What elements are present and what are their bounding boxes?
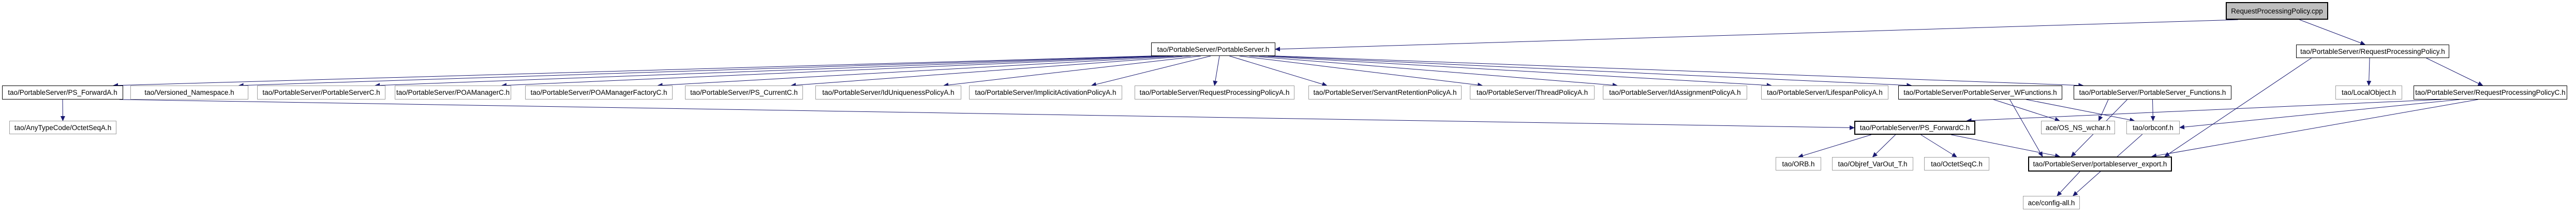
graph-node-implicitactivationa[interactable]: tao/PortableServer/ImplicitActivationPol… bbox=[969, 86, 1122, 100]
graph-node-lifespana[interactable]: tao/PortableServer/LifespanPolicyA.h bbox=[1761, 86, 1888, 100]
graph-node-label: tao/PortableServer/RequestProcessingPoli… bbox=[2300, 47, 2445, 55]
graph-node-objref_varout[interactable]: tao/Objref_VarOut_T.h bbox=[1832, 157, 1913, 171]
graph-node-label: tao/PortableServer/PortableServer_Functi… bbox=[2079, 89, 2226, 96]
graph-node-ps_currentc[interactable]: tao/PortableServer/PS_CurrentC.h bbox=[685, 86, 803, 100]
graph-node-localobject[interactable]: tao/LocalObject.h bbox=[2335, 86, 2402, 100]
graph-node-threada[interactable]: tao/PortableServer/ThreadPolicyA.h bbox=[1470, 86, 1595, 100]
graph-node-label: tao/PortableServer/PS_CurrentC.h bbox=[690, 89, 798, 96]
graph-node-octetseqc[interactable]: tao/OctetSeqC.h bbox=[1924, 157, 1989, 171]
graph-node-cpp[interactable]: RequestProcessingPolicy.cpp bbox=[2226, 2, 2328, 20]
graph-node-portableserverc[interactable]: tao/PortableServer/PortableServerC.h bbox=[257, 86, 385, 100]
graph-node-label: tao/PortableServer/RequestProcessingPoli… bbox=[1139, 89, 1290, 96]
graph-node-poamanagerc[interactable]: tao/PortableServer/POAManagerC.h bbox=[395, 86, 511, 100]
graph-node-label: tao/PortableServer/IdAssignmentPolicyA.h bbox=[1609, 89, 1741, 96]
graph-node-label: tao/ORB.h bbox=[1782, 160, 1815, 168]
graph-node-label: ace/OS_NS_wchar.h bbox=[2045, 123, 2111, 132]
graph-node-ps_forwardc[interactable]: tao/PortableServer/PS_ForwardC.h bbox=[1854, 121, 1975, 135]
graph-node-label: tao/PortableServer/ServantRetentionPolic… bbox=[1313, 89, 1457, 96]
graph-node-label: tao/orbconf.h bbox=[2133, 123, 2173, 132]
graph-node-reqprocessingc[interactable]: tao/PortableServer/RequestProcessingPoli… bbox=[2414, 86, 2567, 100]
graph-node-wfunctions[interactable]: tao/PortableServer/PortableServer_WFunct… bbox=[1898, 86, 2062, 100]
graph-node-label: tao/PortableServer/PortableServer.h bbox=[1157, 45, 1270, 53]
graph-node-label: tao/PortableServer/LifespanPolicyA.h bbox=[1767, 89, 1883, 96]
graph-node-label: tao/PortableServer/RequestProcessingPoli… bbox=[2415, 89, 2566, 96]
graph-node-idassignmenta[interactable]: tao/PortableServer/IdAssignmentPolicyA.h bbox=[1603, 86, 1747, 100]
graph-node-config_all[interactable]: ace/config-all.h bbox=[2023, 196, 2080, 209]
graph-node-versioned_ns[interactable]: tao/Versioned_Namespace.h bbox=[130, 86, 248, 100]
graph-node-label: tao/PortableServer/POAManagerC.h bbox=[396, 89, 510, 96]
graph-node-orbconf[interactable]: tao/orbconf.h bbox=[2126, 121, 2180, 134]
graph-node-label: tao/PortableServer/PortableServerC.h bbox=[262, 89, 380, 96]
graph-node-orb[interactable]: tao/ORB.h bbox=[1776, 157, 1821, 171]
graph-node-label: tao/PortableServer/PS_ForwardA.h bbox=[8, 89, 117, 96]
graph-node-label: tao/PortableServer/portableserver_export… bbox=[2033, 160, 2167, 168]
graph-node-label: tao/PortableServer/PS_ForwardC.h bbox=[1859, 124, 1970, 132]
graph-node-functions[interactable]: tao/PortableServer/PortableServer_Functi… bbox=[2074, 86, 2231, 100]
graph-node-label: tao/AnyTypeCode/OctetSeqA.h bbox=[14, 123, 112, 132]
graph-node-ps_forwarda[interactable]: tao/PortableServer/PS_ForwardA.h bbox=[2, 86, 123, 100]
graph-node-label: ace/config-all.h bbox=[2028, 198, 2075, 207]
graph-node-portableserver_h[interactable]: tao/PortableServer/PortableServer.h bbox=[1151, 42, 1275, 56]
graph-node-label: tao/PortableServer/IdUniquenessPolicyA.h bbox=[822, 89, 955, 96]
graph-node-octetseqa[interactable]: tao/AnyTypeCode/OctetSeqA.h bbox=[9, 121, 116, 134]
graph-node-label: RequestProcessingPolicy.cpp bbox=[2231, 7, 2323, 15]
graph-node-export_h[interactable]: tao/PortableServer/portableserver_export… bbox=[2028, 157, 2172, 172]
graph-node-label: tao/Versioned_Namespace.h bbox=[144, 89, 234, 96]
graph-node-poamanagerfactoryc[interactable]: tao/PortableServer/POAManagerFactoryC.h bbox=[525, 86, 673, 100]
graph-node-label: tao/PortableServer/ImplicitActivationPol… bbox=[975, 89, 1116, 96]
graph-node-label: tao/PortableServer/PortableServer_WFunct… bbox=[1903, 89, 2057, 96]
graph-node-label: tao/PortableServer/ThreadPolicyA.h bbox=[1476, 89, 1588, 96]
graph-node-servantretentiona[interactable]: tao/PortableServer/ServantRetentionPolic… bbox=[1308, 86, 1462, 100]
graph-node-label: tao/Objref_VarOut_T.h bbox=[1838, 160, 1908, 168]
graph-node-label: tao/PortableServer/POAManagerFactoryC.h bbox=[530, 89, 667, 96]
graph-node-os_ns_wchar[interactable]: ace/OS_NS_wchar.h bbox=[2041, 121, 2115, 134]
graph-node-label: tao/LocalObject.h bbox=[2341, 89, 2396, 96]
graph-node-reqprocessinga[interactable]: tao/PortableServer/RequestProcessingPoli… bbox=[1135, 86, 1294, 100]
graph-node-label: tao/OctetSeqC.h bbox=[1931, 160, 1983, 168]
graph-node-reqprocpolicy_h[interactable]: tao/PortableServer/RequestProcessingPoli… bbox=[2296, 45, 2449, 58]
graph-node-iduniquenessa[interactable]: tao/PortableServer/IdUniquenessPolicyA.h bbox=[815, 86, 961, 100]
